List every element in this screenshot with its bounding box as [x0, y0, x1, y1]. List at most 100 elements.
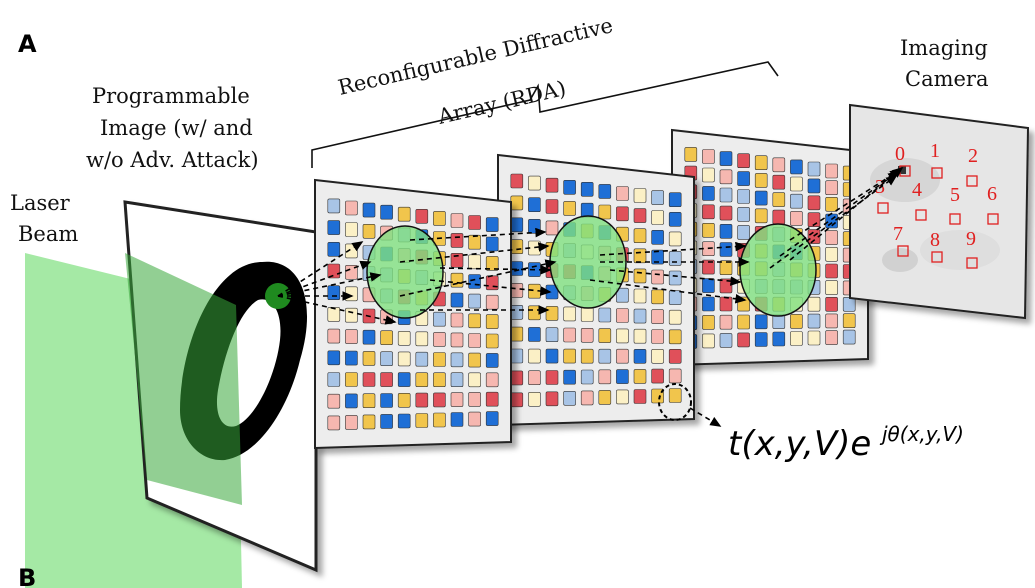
imaging-camera-plate [849, 103, 1030, 320]
diffractive-pixel [702, 223, 715, 238]
diffractive-pixel [719, 224, 733, 239]
diffractive-pixel [772, 209, 786, 225]
diffractive-pixel [651, 388, 664, 404]
diffractive-pixel [633, 188, 647, 203]
diffractive-pixel [633, 268, 647, 284]
diffractive-pixel [345, 372, 358, 387]
diffractive-pixel [668, 309, 682, 325]
diffractive-pixel [807, 161, 821, 177]
diffractive-pixel [580, 327, 594, 343]
svg-text:t(x,y,V)e: t(x,y,V)e [728, 424, 871, 464]
diffractive-pixel [545, 220, 559, 236]
diffractive-pixel [790, 159, 803, 175]
diffractive-pixel [737, 189, 750, 204]
diffractive-pixel [668, 192, 682, 207]
camera-digit-label: 0 [895, 143, 905, 165]
diffractive-pixel [433, 311, 446, 327]
diffractive-pixel [485, 275, 499, 291]
diffractive-pixel [737, 332, 750, 348]
diffractive-pixel [415, 372, 429, 388]
diffractive-pixel [450, 332, 464, 348]
diffractive-pixel [327, 372, 341, 387]
diffractive-pixel [450, 272, 464, 288]
diffractive-pixel [633, 208, 647, 223]
camera-digit-label: 7 [893, 223, 903, 245]
diffractive-pixel [380, 351, 393, 367]
diffractive-pixel [345, 415, 358, 430]
diffractive-pixel [616, 186, 629, 201]
diffractive-pixel [702, 167, 715, 183]
diffractive-pixel [468, 274, 481, 289]
diffractive-pixel [790, 193, 803, 209]
diffractive-pixel [668, 270, 682, 286]
diffractive-pixel [485, 391, 499, 407]
diffractive-pixel [510, 217, 524, 233]
diffractive-pixel [345, 222, 358, 237]
diffractive-pixel [684, 147, 698, 162]
diffractive-pixel [754, 332, 768, 347]
diffractive-pixel [807, 195, 821, 211]
detector-region [987, 213, 999, 225]
diffractive-pixel [807, 178, 821, 194]
diffractive-pixel [580, 182, 594, 197]
diffractive-pixel [580, 307, 594, 322]
diffractive-pixel [580, 348, 594, 364]
diffractive-pixel [790, 331, 803, 346]
diffractive-pixel [545, 199, 559, 214]
diffractive-pixel [719, 314, 733, 330]
diffractive-pixel [633, 248, 647, 264]
diffractive-pixel [598, 390, 612, 405]
diffractive-pixel [362, 393, 376, 409]
diffractive-pixel [545, 370, 559, 385]
diffractive-pixel [825, 330, 838, 345]
diffractive-pixel [362, 414, 376, 430]
diffractive-pixel [807, 313, 821, 329]
diffractive-pixel [485, 256, 499, 271]
diffractive-layer-3 [671, 128, 869, 367]
image-label-line3: w/o Adv. Attack) [86, 148, 259, 172]
diffractive-pixel [702, 259, 715, 275]
diffractive-pixel [580, 369, 594, 385]
diffractive-pixel [633, 228, 647, 243]
diffractive-pixel [719, 187, 733, 203]
detector-region [877, 202, 889, 214]
diffractive-pixel [510, 370, 524, 386]
diffractive-pixel [380, 372, 393, 387]
diffractive-pixel [668, 231, 682, 247]
diffractive-pixel [651, 368, 664, 384]
diffractive-pixel [754, 208, 768, 224]
programmable-image-plate [123, 200, 318, 573]
camera-digit-label: 9 [966, 228, 976, 250]
diffractive-pixel [825, 313, 838, 329]
diffractive-pixel [807, 296, 821, 312]
diffractive-pixel [702, 278, 715, 293]
diffractive-pixel [450, 292, 464, 308]
diffractive-pixel [598, 369, 612, 385]
diffractive-pixel [528, 197, 541, 212]
diffractive-pixel [545, 177, 559, 193]
diffractive-pixel [397, 351, 411, 367]
diffractive-pixel [528, 370, 541, 386]
diffractive-pixel [415, 331, 429, 347]
diffractive-pixel [362, 351, 376, 366]
diffractive-pixel [702, 204, 715, 220]
diffractive-pixel [327, 242, 341, 257]
diffractive-pixel [719, 151, 733, 166]
diffractive-pixel [719, 333, 733, 348]
diffractive-pixel [433, 392, 446, 408]
diffractive-pixel [528, 219, 541, 234]
diffractive-pixel [528, 305, 541, 321]
diffractive-pixel [825, 247, 838, 262]
diffractive-pixel [616, 287, 629, 303]
diffractive-pixel [737, 225, 750, 240]
diffractive-pixel [510, 195, 524, 211]
diffractive-pixel [772, 331, 786, 347]
diffractive-pixel [772, 192, 786, 207]
diffractive-pixel [327, 307, 341, 322]
diffractive-pixel [598, 328, 612, 343]
diffractive-pixel [485, 236, 499, 252]
beam-footprint-2 [549, 215, 627, 309]
camera-digit-label: 5 [950, 184, 960, 206]
diffractive-pixel [510, 348, 524, 364]
diffractive-pixel [598, 184, 612, 199]
